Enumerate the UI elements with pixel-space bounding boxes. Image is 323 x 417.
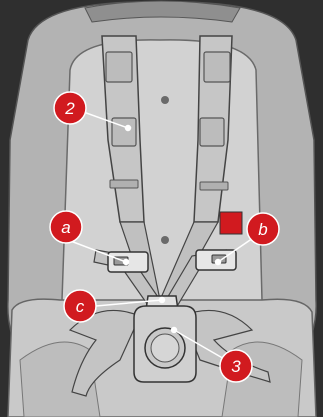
callout-a: a: [50, 211, 82, 243]
callout-3: 3: [220, 350, 252, 382]
shoulder-pad-red-tag: [220, 212, 242, 234]
pad-hole-lower: [161, 236, 169, 244]
leader-dot-a: [124, 260, 129, 265]
leader-dot-3: [172, 328, 177, 333]
callout-b: b: [247, 213, 279, 245]
callout-c-label: c: [76, 297, 85, 316]
callout-2-label: 2: [64, 99, 75, 118]
pad-hole-upper: [161, 96, 169, 104]
callout-c: c: [64, 290, 96, 322]
callout-2: 2: [54, 92, 86, 124]
callout-a-label: a: [61, 218, 70, 237]
buckle-pad: [134, 306, 196, 382]
leader-dot-2: [126, 126, 131, 131]
callout-b-label: b: [258, 220, 267, 239]
leader-dot-b: [216, 260, 221, 265]
leader-dot-c: [160, 298, 165, 303]
callout-3-label: 3: [231, 357, 241, 376]
back-pad: [62, 40, 262, 322]
